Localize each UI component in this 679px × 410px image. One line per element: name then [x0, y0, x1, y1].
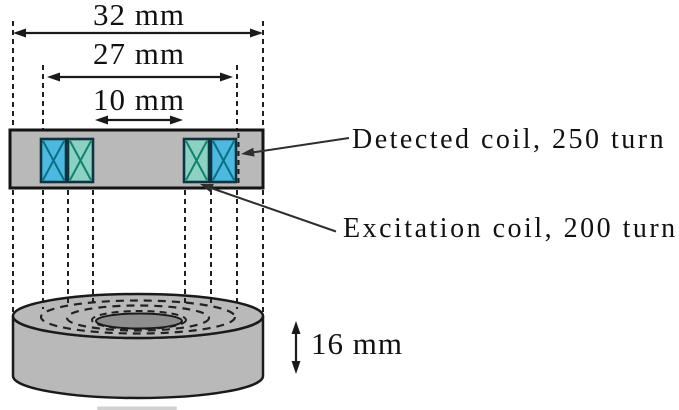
cropped-caption-fragment	[97, 406, 177, 410]
dimension-label-32mm: 32 mm	[93, 0, 185, 32]
toroid-3d	[11, 292, 265, 400]
core-cross-section	[8, 128, 265, 190]
toroid-hole	[95, 312, 183, 330]
arrowhead	[200, 184, 214, 193]
projection-dashed-lines	[12, 21, 264, 313]
detected-coil-right	[209, 137, 238, 184]
hidden-circle-27mm	[39, 299, 237, 335]
dimension-arrow-10mm	[95, 115, 183, 125]
detected-coil-left	[39, 137, 68, 184]
hidden-circle-coil-inner	[65, 304, 211, 332]
detected-coil-leader	[241, 137, 350, 157]
excitation-coil-leader	[200, 184, 337, 233]
arrowhead	[241, 147, 255, 157]
arrowhead	[47, 72, 60, 82]
dimension-arrow-27mm	[47, 72, 233, 82]
callout-detected-coil: Detected coil, 250 turn	[352, 124, 667, 155]
dimension-arrows	[13, 28, 301, 374]
callout-excitation-coil: Excitation coil, 200 turn	[343, 213, 678, 244]
dimension-arrow-32mm	[13, 28, 263, 38]
arrowhead	[291, 361, 301, 374]
dimension-label-10mm: 10 mm	[93, 82, 185, 117]
dimension-label-16mm: 16 mm	[311, 326, 403, 361]
excitation-coil-right	[182, 137, 211, 184]
arrowhead	[13, 28, 26, 38]
dimension-label-27mm: 27 mm	[93, 36, 185, 71]
arrowhead	[170, 115, 183, 125]
arrowhead	[95, 115, 108, 125]
arrowhead	[291, 321, 301, 334]
excitation-coil-left	[66, 137, 95, 184]
dimension-arrow-16mm	[291, 321, 301, 374]
arrowhead	[220, 72, 233, 82]
callout-arrows	[200, 137, 350, 233]
arrowhead	[250, 28, 263, 38]
